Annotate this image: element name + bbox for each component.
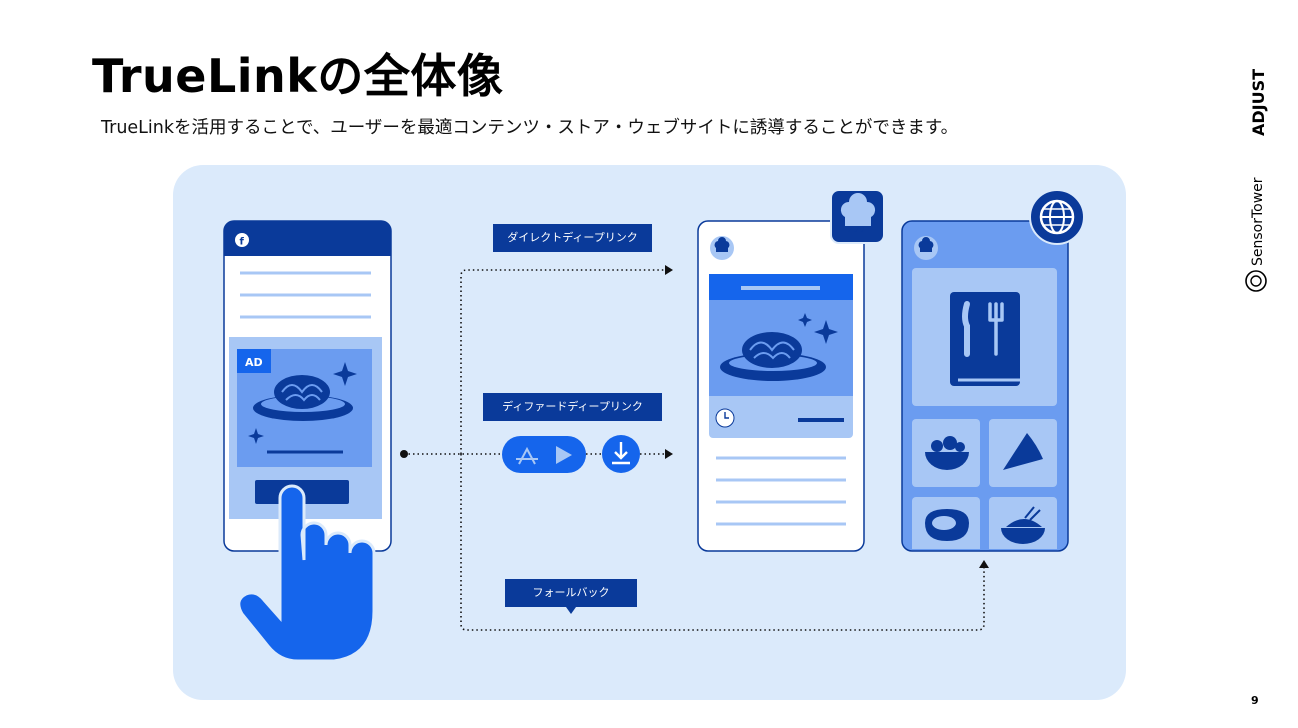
menu-book-icon <box>950 292 1020 386</box>
store-pill <box>502 436 586 473</box>
app-icon-badge: アプリ <box>831 190 884 243</box>
fallback-label: フォールバック <box>505 579 637 607</box>
web-phone <box>902 221 1068 551</box>
arrow-head <box>979 560 989 568</box>
route-origin-dot <box>400 450 408 458</box>
app-phone <box>698 221 864 551</box>
download-button <box>602 435 640 473</box>
direct-deeplink-label: ダイレクトディープリンク <box>493 224 652 252</box>
globe-icon <box>1030 190 1084 244</box>
arrow-head <box>665 449 673 459</box>
svg-text:f: f <box>240 237 245 248</box>
deferred-deeplink-label: ディファードディープリンク <box>483 393 662 421</box>
route-connectors <box>404 270 984 630</box>
steak-icon <box>925 509 969 541</box>
ad-badge: AD <box>245 356 263 369</box>
arrow-head <box>665 265 673 275</box>
source-phone: f AD <box>224 221 391 551</box>
app-badge-label: アプリ <box>847 227 865 234</box>
